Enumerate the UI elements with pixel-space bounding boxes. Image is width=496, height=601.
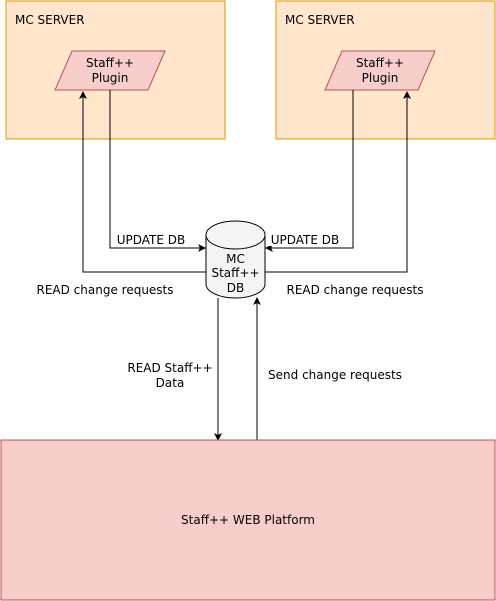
- database-cylinder: MC Staff++ DB: [205, 220, 266, 299]
- edge-update-right: [265, 90, 354, 252]
- plugin-right-label-line2: Plugin: [362, 71, 399, 85]
- database-body: [205, 235, 266, 299]
- web-platform-box: [0, 439, 496, 601]
- edge-read-right: [265, 91, 411, 273]
- edge-update-left-label: UPDATE DB: [117, 233, 186, 247]
- plugin-right: Staff++ Plugin: [324, 50, 436, 91]
- edge-update-left: [109, 90, 206, 252]
- web-platform: Staff++ WEB Platform: [0, 439, 496, 601]
- plugin-right-label-line1: Staff++: [356, 56, 404, 70]
- database-label-line3: DB: [227, 281, 244, 295]
- edge-read-left: [79, 91, 206, 273]
- plugin-left: Staff++ Plugin: [54, 50, 166, 91]
- edge-read-data-label-line1: READ Staff++: [127, 361, 212, 375]
- database-label-line2: Staff++: [211, 266, 259, 280]
- database-top: [205, 220, 266, 250]
- edge-read-left-label: READ change requests: [36, 283, 173, 297]
- mc-server-left-title: MC SERVER: [15, 13, 85, 27]
- mc-server-left: MC SERVER Staff++ Plugin: [5, 0, 226, 140]
- database-label-line1: MC: [226, 252, 245, 266]
- plugin-left-shape: [54, 50, 166, 91]
- edge-update-right-label: UPDATE DB: [271, 233, 340, 247]
- plugin-right-shape: [324, 50, 436, 91]
- plugin-left-label-line2: Plugin: [92, 71, 129, 85]
- edge-update-right-label-bg: [268, 232, 342, 246]
- mc-server-right-title: MC SERVER: [285, 13, 355, 27]
- edge-read-right-label: READ change requests: [286, 283, 423, 297]
- edge-update-left-label-bg: [114, 232, 188, 246]
- edge-send-requests-label: Send change requests: [268, 368, 402, 382]
- web-platform-label: Staff++ WEB Platform: [181, 513, 315, 527]
- mc-server-right: MC SERVER Staff++ Plugin: [275, 0, 496, 140]
- plugin-left-label-line1: Staff++: [86, 56, 134, 70]
- edge-read-data-label-line2: Data: [156, 376, 185, 390]
